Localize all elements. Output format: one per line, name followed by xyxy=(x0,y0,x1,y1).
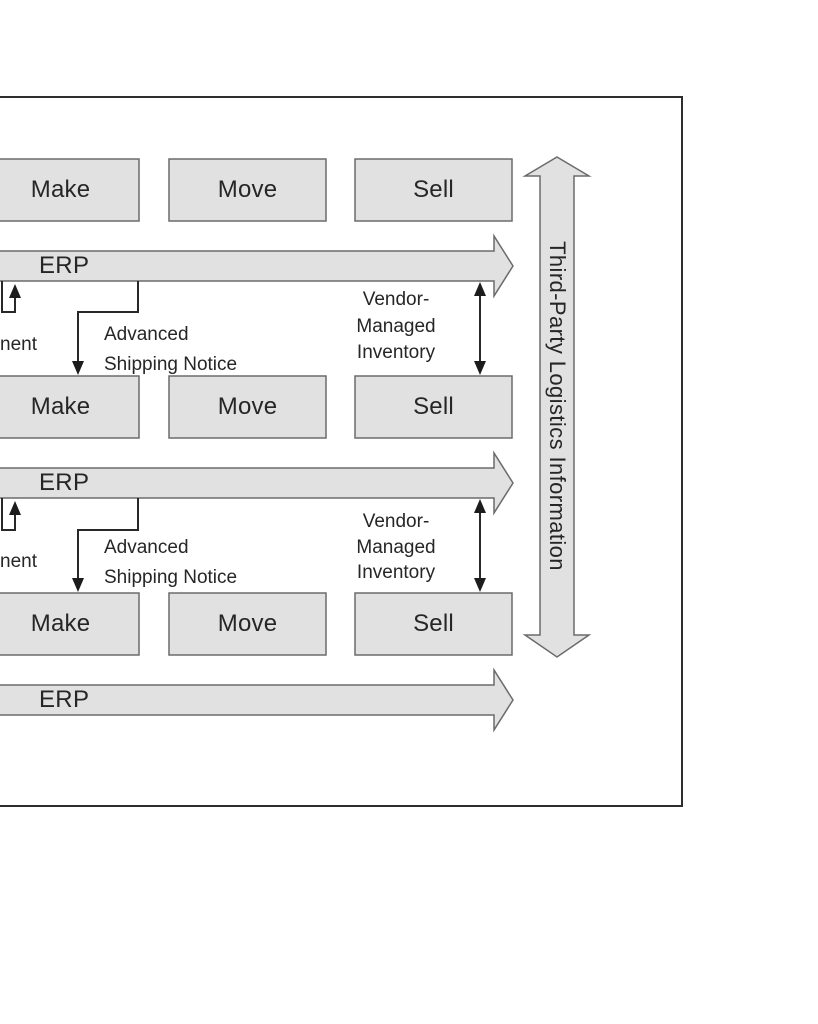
vmi-label-line1: Vendor- xyxy=(362,289,430,310)
sell-label-row3: Sell xyxy=(413,610,454,637)
sell-box-row1 xyxy=(354,158,513,222)
asn-connector-row2 xyxy=(77,498,139,578)
vmi-down-arrowhead-row2 xyxy=(474,578,486,592)
asn-label-line2: Shipping Notice xyxy=(104,354,238,375)
vmi-label-line2: Managed xyxy=(356,536,436,558)
make-label-row3: Make xyxy=(30,610,91,637)
make-label-row2: Make xyxy=(30,393,91,420)
move-label-row1: Move xyxy=(217,176,278,203)
vmi-up-arrowhead-row2 xyxy=(474,499,486,513)
replenishment-arrowhead-row1 xyxy=(9,284,21,298)
asn-connector-row1 xyxy=(77,281,139,361)
make-box-row3 xyxy=(0,592,140,656)
erp-arrow-row1 xyxy=(0,233,514,299)
make-label-row1: Make xyxy=(30,176,91,203)
erp-arrow-row3 xyxy=(0,667,514,733)
vmi-label-line3: Inventory xyxy=(356,562,436,583)
asn-arrowhead-row2 xyxy=(72,578,84,592)
vmi-up-arrowhead-row1 xyxy=(474,282,486,296)
vmi-label-line2: Managed xyxy=(356,315,436,337)
replenishment-label-fragment-row2: nent xyxy=(0,551,37,572)
erp-label-row3: ERP xyxy=(39,686,90,713)
sell-label-row2: Sell xyxy=(413,393,454,420)
asn-label-row1: Advanced Shipping Notice xyxy=(104,320,237,380)
sell-box-row3 xyxy=(354,592,513,656)
asn-label-line1: Advanced xyxy=(104,324,189,345)
erp-label-row1: ERP xyxy=(39,252,90,279)
vmi-label-line1: Vendor- xyxy=(362,511,430,532)
sell-label-row1: Sell xyxy=(413,176,454,203)
move-label-row2: Move xyxy=(217,393,278,420)
sell-box-row2 xyxy=(354,375,513,439)
replenishment-connector-row1 xyxy=(1,281,16,313)
vmi-down-arrowhead-row1 xyxy=(474,361,486,375)
asn-arrowhead-row1 xyxy=(72,361,84,375)
third-party-logistics-arrow xyxy=(522,156,592,658)
vmi-label-row1: Vendor- Managed Inventory xyxy=(336,287,456,367)
make-box-row1 xyxy=(0,158,140,222)
erp-label-row2: ERP xyxy=(39,469,90,496)
replenishment-arrowhead-row2 xyxy=(9,501,21,515)
erp-arrow-row2 xyxy=(0,450,514,516)
vmi-label-line3: Inventory xyxy=(356,342,436,363)
third-party-logistics-label: Third-Party Logistics Information xyxy=(545,241,570,571)
make-box-row2 xyxy=(0,375,140,439)
figure-frame xyxy=(0,96,683,807)
vmi-label-row2: Vendor- Managed Inventory xyxy=(336,509,456,586)
move-label-row3: Move xyxy=(217,610,278,637)
asn-label-line1: Advanced xyxy=(104,537,189,558)
asn-label-row2: Advanced Shipping Notice xyxy=(104,533,237,593)
move-box-row3 xyxy=(168,592,327,656)
replenishment-label-fragment-row1: nent xyxy=(0,334,37,355)
asn-label-line2: Shipping Notice xyxy=(104,567,238,588)
replenishment-connector-row2 xyxy=(1,498,16,531)
move-box-row1 xyxy=(168,158,327,222)
move-box-row2 xyxy=(168,375,327,439)
